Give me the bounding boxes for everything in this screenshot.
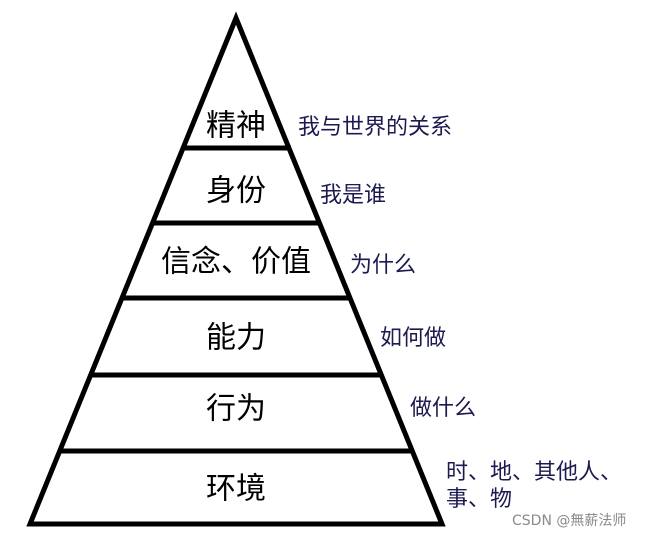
level-label-behavior: 行为 bbox=[206, 392, 266, 427]
level-desc-environment-line1: 时、地、其他人、 bbox=[446, 460, 622, 485]
level-label-beliefs-values: 信念、价值 bbox=[161, 245, 311, 280]
watermark-text: CSDN @無薪法师 bbox=[512, 513, 627, 529]
level-desc-spirit: 我与世界的关系 bbox=[298, 115, 452, 140]
level-desc-behavior: 做什么 bbox=[410, 396, 476, 421]
level-desc-identity: 我是谁 bbox=[320, 183, 386, 208]
level-label-identity: 身份 bbox=[206, 174, 266, 209]
level-label-spirit: 精神 bbox=[206, 109, 266, 144]
level-desc-beliefs-values: 为什么 bbox=[350, 253, 416, 278]
pyramid-outline bbox=[26, 11, 446, 527]
level-label-environment: 环境 bbox=[206, 472, 266, 507]
level-desc-environment-line2: 事、物 bbox=[446, 487, 512, 512]
level-desc-capability: 如何做 bbox=[380, 326, 446, 351]
level-label-capability: 能力 bbox=[206, 321, 266, 356]
